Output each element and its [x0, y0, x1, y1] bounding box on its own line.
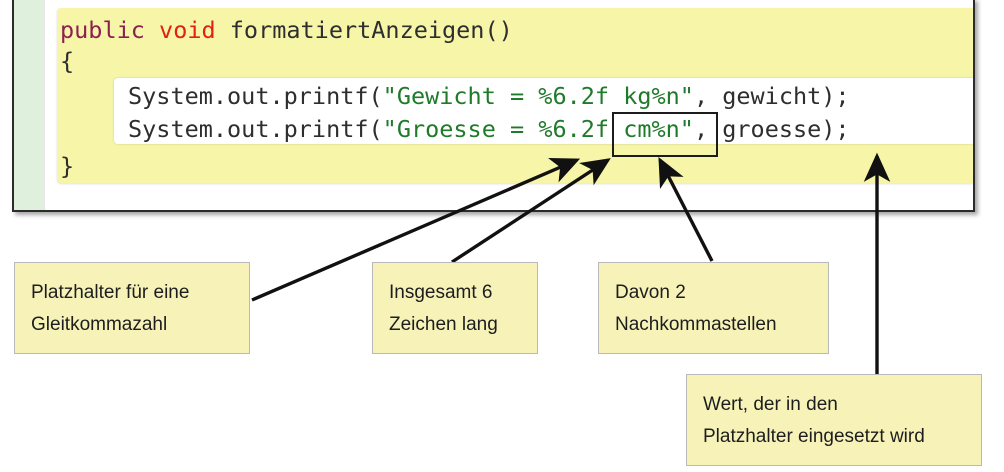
keyword-void: void — [159, 16, 216, 44]
printf-args-2: , groesse); — [693, 115, 850, 143]
code-space-1 — [145, 16, 159, 44]
callout-decimals: Davon 2 Nachkommastellen — [598, 262, 829, 354]
string-literal-groesse-b: cm%n" — [609, 115, 694, 143]
printf-call-1: System.out.printf( — [128, 82, 383, 110]
callout-placeholder-line2: Gleitkommazahl — [31, 314, 168, 335]
callout-decimals-line1: Davon 2 — [615, 282, 686, 303]
code-line-printf-groesse: System.out.printf("Groesse = %6.2f cm%n"… — [128, 113, 850, 146]
code-line-close-brace: } — [60, 152, 75, 180]
printf-args-1: , gewicht); — [693, 82, 850, 110]
code-line-printf-gewicht: System.out.printf("Gewicht = %6.2f kg%n"… — [128, 80, 850, 113]
string-literal-gewicht: "Gewicht = %6.2f kg%n" — [382, 82, 694, 110]
callout-total-width-line2: Zeichen lang — [389, 314, 498, 335]
editor-code-area[interactable]: public void formatiertAnzeigen() { Syste… — [46, 0, 973, 210]
callout-total-width-line1: Insgesamt 6 — [389, 282, 493, 303]
callout-decimals-line2: Nachkommastellen — [615, 314, 777, 335]
editor-gutter — [14, 0, 45, 210]
printf-call-2: System.out.printf( — [128, 115, 383, 143]
callout-placeholder: Platzhalter für eine Gleitkommazahl — [14, 262, 250, 354]
format-spec-highlighted: %6.2f — [538, 115, 610, 143]
code-line-signature: public void formatiertAnzeigen() — [60, 14, 513, 47]
format-spec-outline-box — [612, 112, 718, 157]
method-name: formatiertAnzeigen() — [215, 16, 513, 44]
callout-argument-value-line2: Platzhalter eingesetzt wird — [703, 426, 925, 447]
callout-argument-value: Wert, der in den Platzhalter eingesetzt … — [686, 374, 982, 466]
string-literal-groesse-a: "Groesse = — [382, 115, 539, 143]
callout-placeholder-line1: Platzhalter für eine — [31, 282, 190, 303]
code-line-open-brace: { — [60, 47, 75, 75]
statement-highlight-band — [114, 78, 973, 144]
keyword-public: public — [60, 16, 145, 44]
code-editor-window[interactable]: public void formatiertAnzeigen() { Syste… — [12, 0, 975, 212]
callout-argument-value-line1: Wert, der in den — [703, 394, 838, 415]
callout-total-width: Insgesamt 6 Zeichen lang — [372, 262, 538, 354]
